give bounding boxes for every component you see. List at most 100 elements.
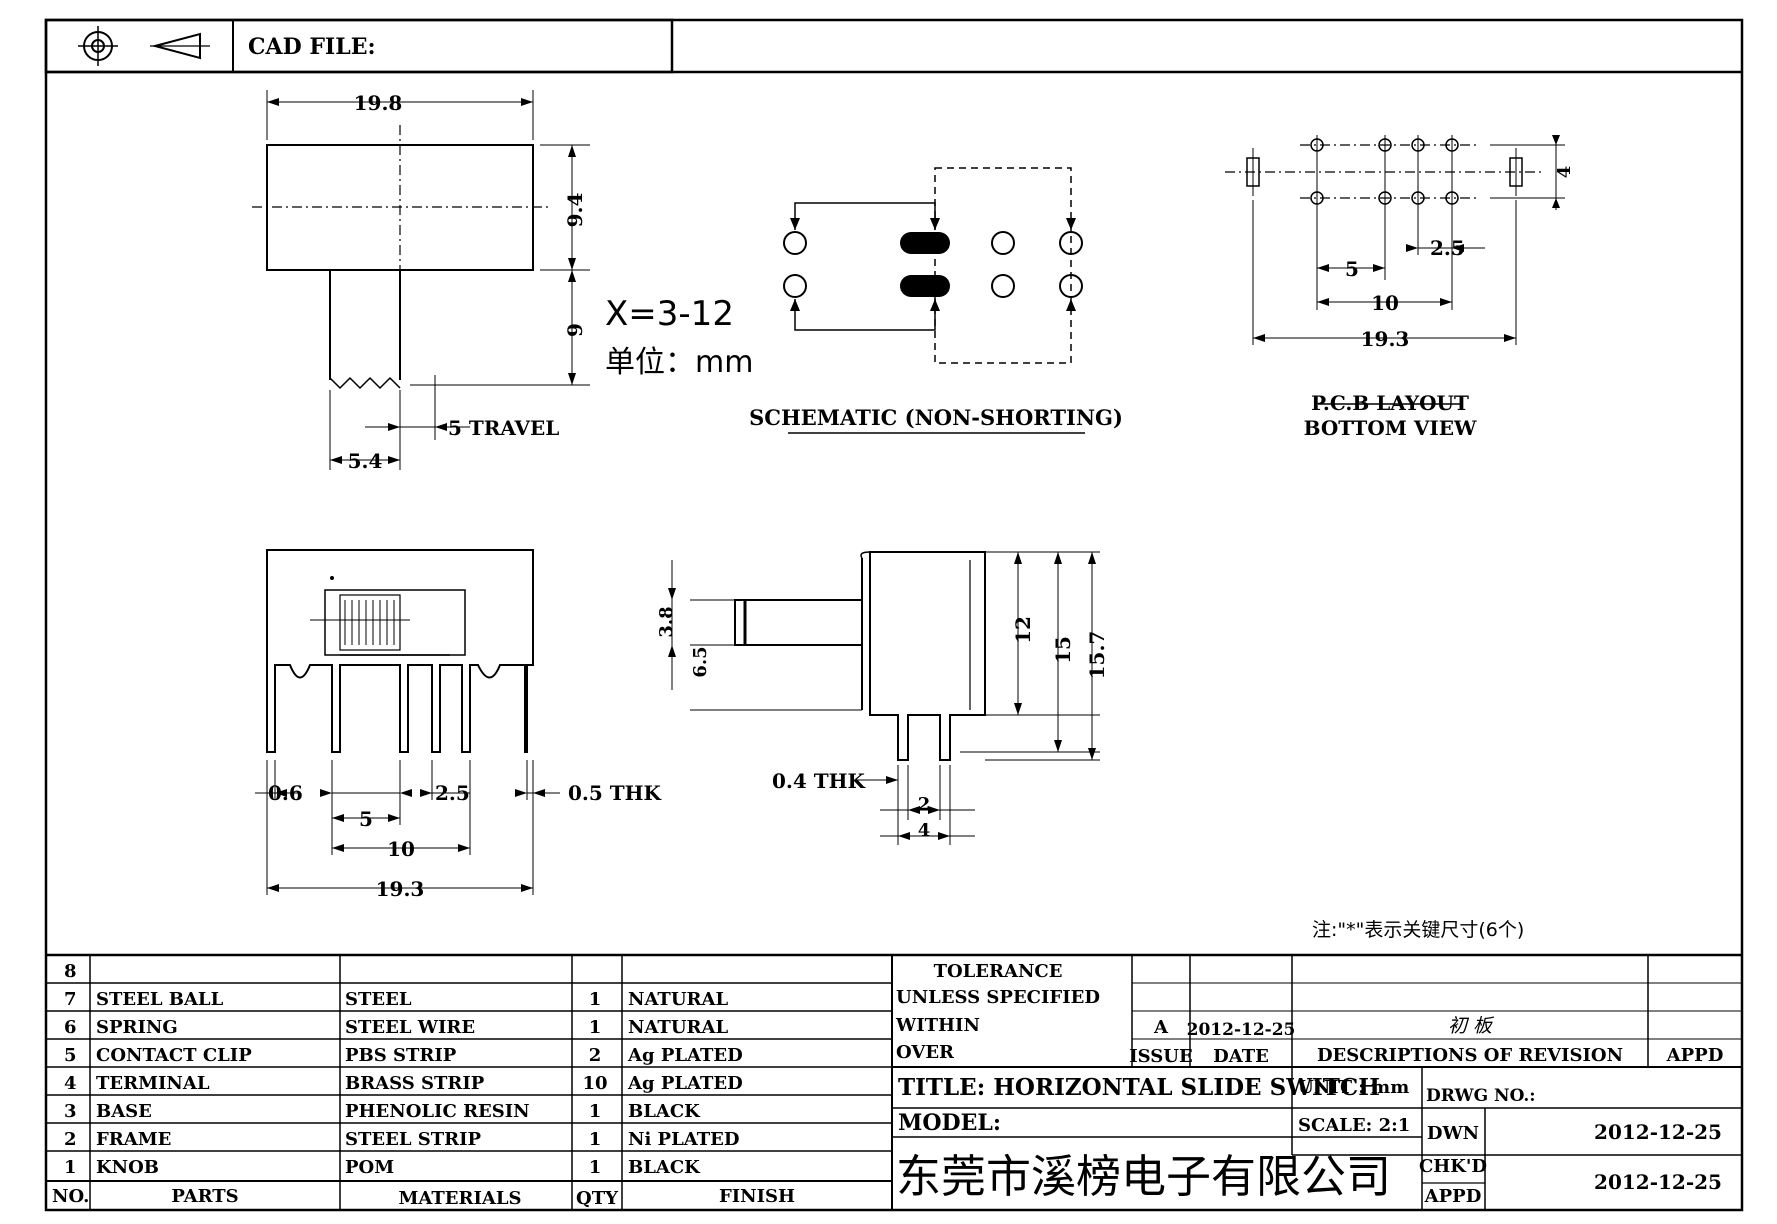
svg-text:FRAME: FRAME bbox=[96, 1129, 171, 1150]
svg-text:POM: POM bbox=[345, 1157, 394, 1178]
scale-label: SCALE: 2:1 bbox=[1298, 1115, 1410, 1136]
svg-text:1: 1 bbox=[589, 1129, 602, 1150]
svg-text:SPRING: SPRING bbox=[96, 1017, 178, 1038]
dim-lever-width: 5.4 bbox=[348, 449, 383, 473]
dim-body-height: 9.4 bbox=[563, 193, 587, 228]
side-dim-3-8: 3.8 bbox=[656, 606, 677, 637]
bom-row: 4 TERMINAL BRASS STRIP 10 Ag PLATED bbox=[64, 1073, 743, 1094]
svg-text:CONTACT CLIP: CONTACT CLIP bbox=[96, 1045, 252, 1066]
bom-row: 6 SPRING STEEL WIRE 1 NATURAL bbox=[64, 1017, 728, 1038]
descriptions-of-revision-label: DESCRIPTIONS OF REVISION bbox=[1317, 1045, 1623, 1066]
header-qty: QTY bbox=[576, 1188, 619, 1209]
side-dim-15-7: 15.7 bbox=[1085, 631, 1109, 680]
model-label: MODEL: bbox=[898, 1110, 1001, 1136]
pcb-layout-view bbox=[1225, 135, 1565, 405]
top-view bbox=[252, 90, 590, 470]
svg-text:7: 7 bbox=[64, 989, 77, 1010]
issue-date: 2012-12-25 bbox=[1187, 1020, 1296, 1040]
issue-value: A bbox=[1153, 1017, 1169, 1038]
bom-row: 5 CONTACT CLIP PBS STRIP 2 Ag PLATED bbox=[64, 1045, 743, 1066]
bom-header-row: NO. PARTS MATERIALS QTY FINISH bbox=[52, 1186, 795, 1209]
front-view bbox=[255, 549, 560, 895]
tolerance-label: TOLERANCE bbox=[934, 961, 1063, 982]
date-label: DATE bbox=[1213, 1046, 1269, 1067]
svg-text:Ag PLATED: Ag PLATED bbox=[627, 1073, 743, 1094]
svg-text:5: 5 bbox=[64, 1045, 77, 1066]
svg-text:BLACK: BLACK bbox=[628, 1157, 701, 1178]
dwn-label: DWN bbox=[1427, 1123, 1479, 1144]
sheet-border bbox=[44, 18, 1744, 1212]
svg-text:STEEL: STEEL bbox=[345, 989, 412, 1010]
appd-label: APPD bbox=[1666, 1045, 1724, 1066]
schematic-view bbox=[783, 167, 1085, 434]
svg-text:8: 8 bbox=[64, 961, 77, 982]
pcb-caption-2: BOTTOM VIEW bbox=[1304, 416, 1477, 440]
pcb-dim-5: 5 bbox=[1345, 257, 1359, 281]
header-parts: PARTS bbox=[171, 1186, 238, 1207]
front-dim-19-3: 19.3 bbox=[376, 877, 425, 901]
side-dim-15: 15 bbox=[1051, 636, 1075, 664]
svg-text:STEEL STRIP: STEEL STRIP bbox=[345, 1129, 482, 1150]
dim-width-top: 19.8 bbox=[354, 91, 403, 115]
front-dim-10: 10 bbox=[387, 837, 415, 861]
front-dim-0-5-thk: 0.5 THK bbox=[568, 781, 662, 805]
svg-text:BASE: BASE bbox=[96, 1101, 152, 1122]
svg-text:Ni PLATED: Ni PLATED bbox=[628, 1129, 739, 1150]
front-dim-2-5: 2.5 bbox=[435, 781, 470, 805]
issue-label: ISSUE bbox=[1129, 1046, 1192, 1067]
dwn-date: 2012-12-25 bbox=[1594, 1120, 1722, 1144]
drwg-no-label: DRWG NO.: bbox=[1426, 1086, 1536, 1106]
unit-note: 单位：mm bbox=[605, 345, 753, 380]
svg-text:2: 2 bbox=[589, 1045, 602, 1066]
svg-text:4: 4 bbox=[64, 1073, 77, 1094]
side-dim-6-5: 6.5 bbox=[690, 646, 711, 677]
revision-description: 初 板 bbox=[1448, 1015, 1495, 1037]
svg-text:1: 1 bbox=[64, 1157, 77, 1178]
key-dimension-note: 注:"*"表示关键尺寸(6个) bbox=[1312, 919, 1524, 941]
drawing-title: TITLE: HORIZONTAL SLIDE SWITCH bbox=[898, 1074, 1380, 1101]
header-materials: MATERIALS bbox=[398, 1188, 521, 1209]
chk-date: 2012-12-25 bbox=[1594, 1170, 1722, 1194]
side-dim-4: 4 bbox=[918, 820, 931, 841]
front-dim-5: 5 bbox=[359, 807, 373, 831]
bom-table-grid bbox=[46, 953, 1742, 1210]
svg-text:1: 1 bbox=[589, 1017, 602, 1038]
pcb-dim-10: 10 bbox=[1371, 291, 1399, 315]
bom-row: 7 STEEL BALL STEEL 1 NATURAL bbox=[64, 989, 728, 1010]
bom-row: 3 BASE PHENOLIC RESIN 1 BLACK bbox=[64, 1101, 701, 1122]
svg-text:1: 1 bbox=[589, 989, 602, 1010]
svg-text:NATURAL: NATURAL bbox=[628, 989, 728, 1010]
over-label: OVER bbox=[896, 1042, 955, 1063]
svg-text:10: 10 bbox=[582, 1073, 607, 1094]
appd-signoff-label: APPD bbox=[1424, 1186, 1482, 1207]
svg-text:BRASS STRIP: BRASS STRIP bbox=[345, 1073, 485, 1094]
svg-text:6: 6 bbox=[64, 1017, 77, 1038]
unless-specified-label: UNLESS SPECIFIED bbox=[896, 987, 1100, 1008]
company-name: 东莞市溪榜电子有限公司 bbox=[896, 1150, 1391, 1203]
side-dim-12: 12 bbox=[1011, 616, 1035, 644]
svg-text:STEEL BALL: STEEL BALL bbox=[96, 989, 224, 1010]
side-dim-0-4-thk: 0.4 THK bbox=[772, 769, 866, 793]
side-dim-2: 2 bbox=[918, 794, 931, 815]
first-angle-projection-icon bbox=[78, 26, 210, 66]
pcb-dim-4: 4 bbox=[1554, 166, 1575, 179]
bom-row: 1 KNOB POM 1 BLACK bbox=[64, 1157, 701, 1178]
svg-text:KNOB: KNOB bbox=[96, 1157, 159, 1178]
chkd-label: CHK'D bbox=[1419, 1156, 1487, 1177]
pcb-caption-1: P.C.B LAYOUT bbox=[1311, 391, 1469, 415]
svg-text:PHENOLIC RESIN: PHENOLIC RESIN bbox=[345, 1101, 530, 1122]
pcb-dim-2-5: 2.5 bbox=[1430, 236, 1465, 260]
schematic-caption: SCHEMATIC (NON-SHORTING) bbox=[749, 405, 1123, 430]
svg-text:TERMINAL: TERMINAL bbox=[96, 1073, 210, 1094]
side-view bbox=[668, 551, 1100, 845]
svg-text:STEEL WIRE: STEEL WIRE bbox=[345, 1017, 475, 1038]
dim-lever-length: 9 bbox=[563, 323, 587, 337]
svg-text:1: 1 bbox=[589, 1101, 602, 1122]
svg-text:PBS STRIP: PBS STRIP bbox=[345, 1045, 457, 1066]
dim-travel: 5 TRAVEL bbox=[448, 416, 559, 440]
pcb-dim-19-3: 19.3 bbox=[1361, 327, 1410, 351]
cad-file-label: CAD FILE: bbox=[248, 34, 376, 60]
within-label: WITHIN bbox=[895, 1015, 980, 1036]
svg-text:3: 3 bbox=[64, 1101, 77, 1122]
